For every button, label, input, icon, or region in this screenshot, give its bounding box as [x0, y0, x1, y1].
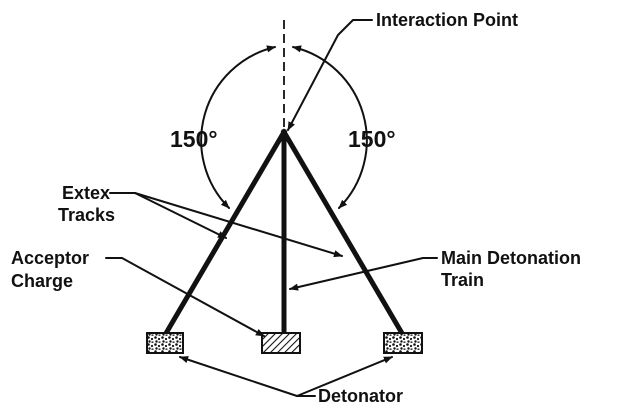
detonator-label: Detonator [318, 386, 403, 406]
interaction-point-label: Interaction Point [376, 10, 518, 30]
detonator-left [146, 332, 184, 354]
interaction-point-leader [287, 19, 373, 131]
main-train-label-line2: Train [441, 270, 484, 290]
detonator-leader-right [296, 356, 393, 397]
left-angle-arc [200, 45, 276, 209]
main-train-leader [289, 257, 438, 291]
main-train-label-line1: Main Detonation [441, 248, 581, 268]
acceptor-label-line2: Charge [11, 271, 73, 291]
acceptor-charge [261, 332, 301, 354]
extex-track-right [280, 128, 407, 339]
extex-leader-right [134, 192, 343, 258]
extex-label-line1: Extex [62, 183, 110, 203]
detonator-right [383, 332, 423, 354]
extex-label-line2: Tracks [58, 205, 115, 225]
acceptor-label-line1: Acceptor [11, 248, 89, 268]
right-angle-arc [292, 45, 368, 209]
detonator-leader-left [179, 356, 316, 397]
acceptor-leader [105, 257, 265, 337]
right-angle-label: 150° [348, 126, 396, 152]
left-angle-label: 150° [170, 126, 218, 152]
